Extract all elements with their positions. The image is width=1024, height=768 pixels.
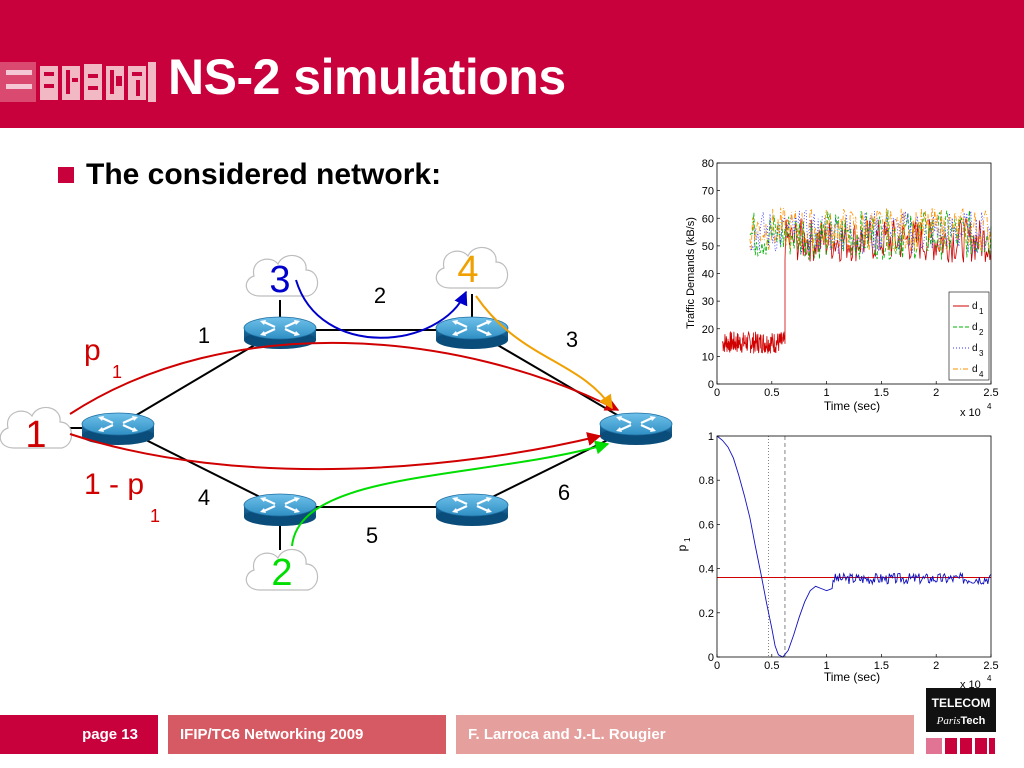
x-multiplier-exponent: 4: [987, 674, 992, 683]
legend-label-subscript: 4: [979, 370, 984, 379]
x-tick-label: 0.5: [764, 387, 779, 399]
link-label-4: 4: [198, 485, 210, 510]
header-bar: NS-2 simulations: [0, 0, 1024, 128]
flow-arrow-3-to-4: [295, 279, 468, 339]
p1-label: p: [84, 334, 101, 367]
link-edge-1: [117, 329, 281, 427]
x-tick-label: 1: [824, 660, 830, 672]
logo-line1: TELECOM: [932, 696, 991, 710]
x-tick-label: 2: [933, 387, 939, 399]
y-tick-label: 0.8: [699, 475, 714, 487]
x-multiplier-exponent: 4: [987, 402, 992, 411]
y-tick-label: 0: [708, 379, 714, 391]
bullet-marker: [58, 167, 74, 183]
footer-conference: IFIP/TC6 Networking 2009: [168, 715, 446, 754]
x-tick-label: 1.5: [874, 660, 889, 672]
y-tick-label: 30: [702, 296, 714, 308]
legend-label-subscript: 2: [979, 328, 984, 337]
x-tick-label: 1: [824, 387, 830, 399]
flow-arrow-1-p1: [69, 432, 602, 471]
y-tick-label: 0.2: [699, 608, 714, 620]
x-tick-label: 1.5: [874, 387, 889, 399]
y-axis-label-group: p 1: [675, 537, 692, 551]
x-axis-label: Time (sec): [824, 399, 880, 413]
y-axis-label: p: [675, 544, 689, 551]
node-label-1: 1: [25, 414, 46, 456]
y-tick-label: 60: [702, 213, 714, 225]
series-line-p1: [716, 435, 992, 658]
legend-label-subscript: 3: [979, 349, 984, 358]
y-tick-label: 1: [708, 431, 714, 443]
flow-arrow-2-to-dest: [291, 440, 610, 547]
legend-label: d: [972, 364, 978, 375]
series-line-d1: [722, 218, 992, 354]
x-axis-label: Time (sec): [824, 670, 880, 684]
link-label-6: 6: [558, 480, 570, 505]
legend-label-subscript: 1: [979, 307, 984, 316]
legend-label: d: [972, 343, 978, 354]
x-tick-label: 2.5: [983, 660, 998, 672]
logo-line2-tech: Tech: [960, 715, 985, 727]
x-tick-label: 0.5: [764, 660, 779, 672]
y-tick-label: 0.6: [699, 519, 714, 531]
logo-line2: ParisTech: [936, 715, 986, 727]
y-tick-label: 40: [702, 269, 714, 281]
slide-title: NS-2 simulations: [168, 49, 566, 105]
x-tick-label: 2.5: [983, 387, 998, 399]
router-icon: [434, 492, 510, 528]
y-axis-label: Traffic Demands (kB/s): [685, 217, 697, 329]
x-tick-label: 0: [714, 387, 720, 399]
router-icon: [598, 411, 674, 447]
legend-label: d: [972, 322, 978, 333]
x-tick-label: 2: [933, 660, 939, 672]
link-label-1: 1: [198, 323, 210, 348]
flow-arrow-p1: [69, 341, 620, 415]
flow-arrow-4-to-dest: [475, 295, 613, 410]
y-tick-label: 0.4: [699, 564, 714, 576]
complement-p1-label: 1 - p: [84, 468, 144, 501]
footer-authors: F. Larroca and J.-L. Rougier: [456, 715, 914, 754]
plot-frame: [716, 162, 992, 385]
series-line-d3: [749, 210, 992, 255]
legend-label: d: [972, 301, 978, 312]
y-tick-label: 80: [702, 158, 714, 170]
footer-page-number: page 13: [0, 715, 158, 754]
x-multiplier: x 10: [960, 407, 981, 419]
y-tick-label: 0: [708, 652, 714, 664]
traffic-demands-chart: 0 0.5 1 1.5 2 2.5 0 10 20 30 40 50 60 70 80 Time (sec)…: [685, 158, 999, 419]
plot-frame: [716, 435, 992, 658]
telecom-paristech-logo: TELECOM ParisTech: [926, 688, 996, 754]
bullet-text: The considered network:: [86, 158, 442, 191]
p1-chart: 0 0.5 1 1.5 2 2.5 0 0.2 0.4 0.6 0.8 1 Time (sec) p …: [675, 431, 999, 691]
network-diagram: 1 2 3 4 1 2 3 4 5 6 p 1 1 - p 1: [0, 246, 674, 594]
series-line-d2: [749, 209, 992, 260]
institution-logo: [0, 62, 156, 102]
p1-subscript: 1: [112, 362, 122, 382]
link-label-2: 2: [374, 283, 386, 308]
x-tick-label: 0: [714, 660, 720, 672]
y-tick-label: 50: [702, 241, 714, 253]
series-line-d4: [749, 207, 992, 253]
legend-box: [948, 291, 990, 381]
complement-p1-subscript: 1: [150, 506, 160, 526]
y-tick-label: 70: [702, 186, 714, 198]
y-tick-label: 20: [702, 324, 714, 336]
node-label-3: 3: [269, 259, 290, 301]
link-label-5: 5: [366, 523, 378, 548]
logo-line2-paris: Paris: [936, 715, 961, 727]
router-icon: [242, 492, 318, 528]
node-label-4: 4: [457, 249, 478, 291]
link-label-3: 3: [566, 327, 578, 352]
bullet-item: The considered network:: [58, 158, 441, 192]
y-axis-label-subscript: 1: [683, 537, 692, 542]
y-tick-label: 10: [702, 351, 714, 363]
node-label-2: 2: [271, 552, 292, 594]
